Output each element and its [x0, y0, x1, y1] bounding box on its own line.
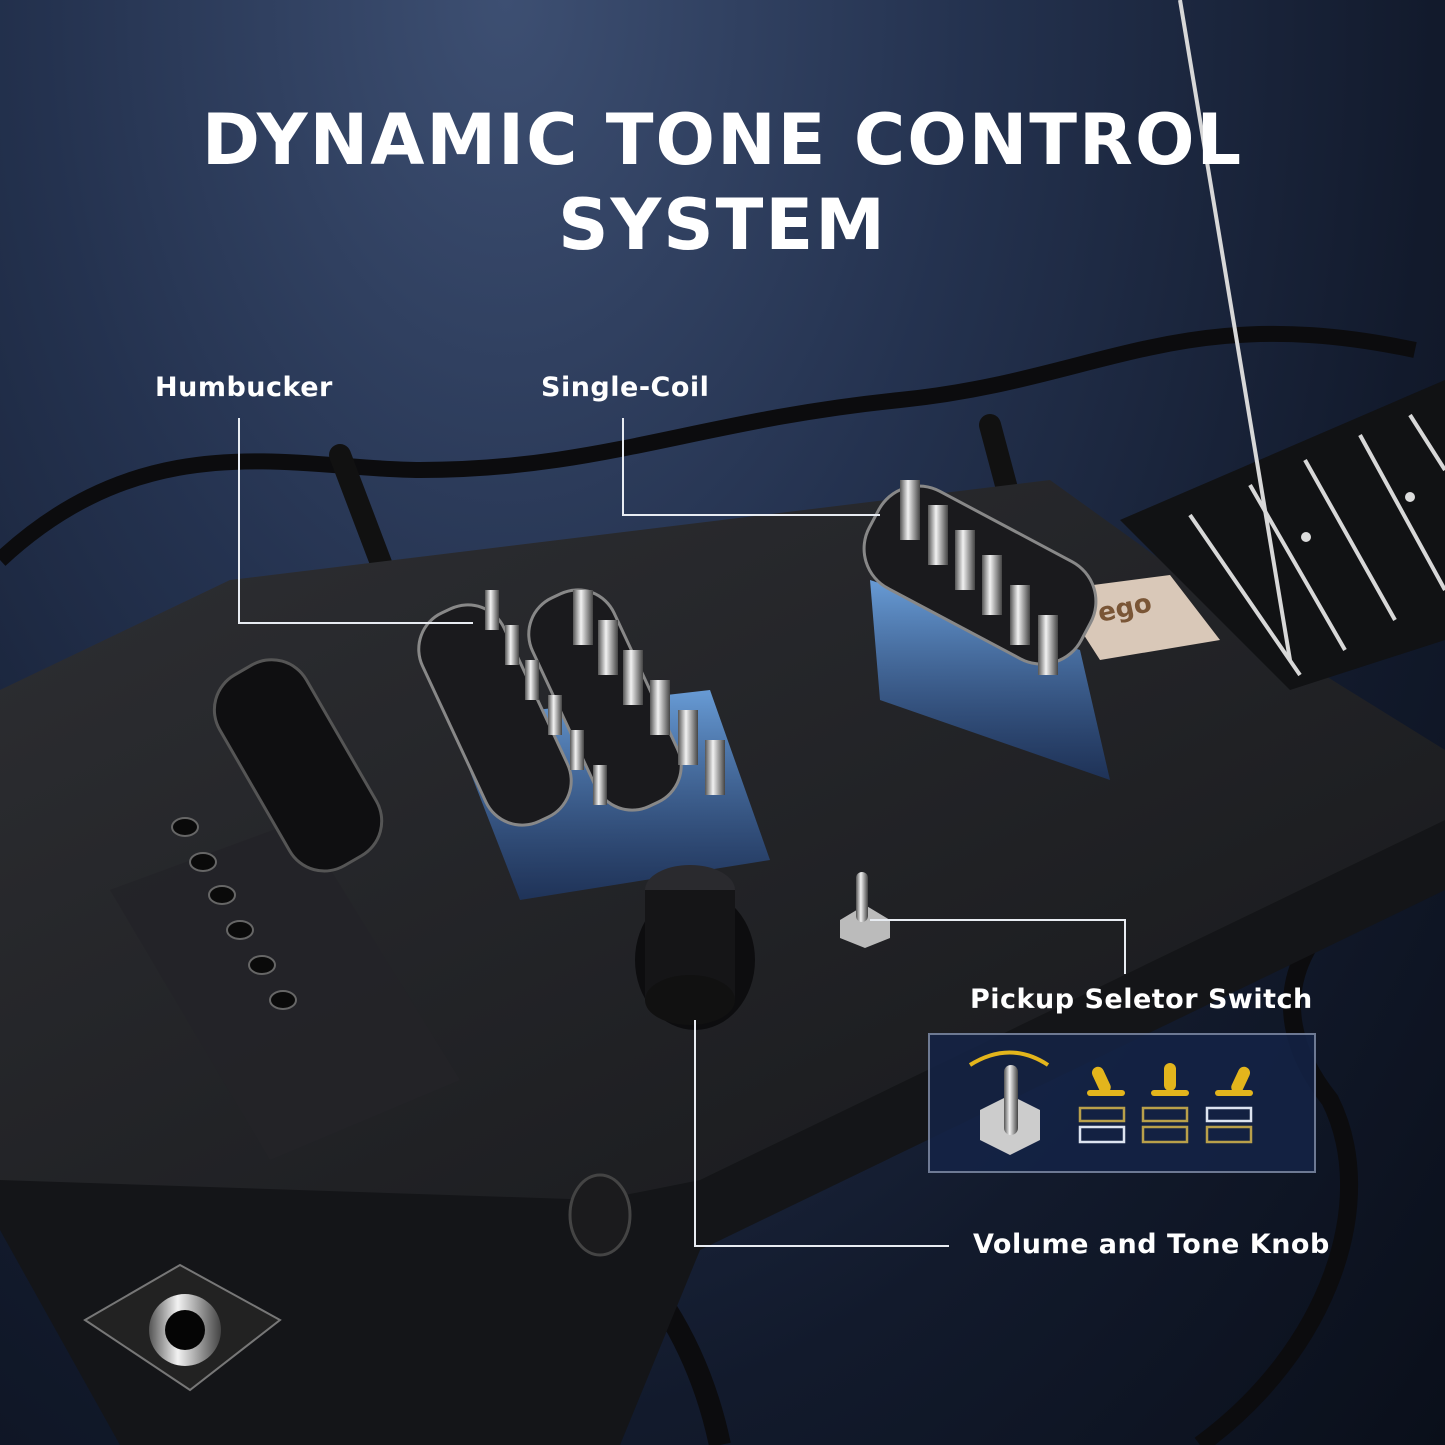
leader-line [622, 418, 624, 515]
leader-line [1124, 919, 1126, 974]
swing-arrow-icon [968, 1050, 1050, 1067]
bridge-plate [110, 820, 460, 1160]
switch-position-icons [1087, 1063, 1253, 1096]
humbucker-pickup [417, 588, 770, 900]
volume-tone-knob [635, 865, 755, 1030]
pickup-selector-switch [840, 872, 890, 948]
leader-line [238, 622, 473, 624]
leader-line [694, 1245, 949, 1247]
leader-line [238, 418, 240, 623]
pickup-selector-label: Pickup Seletor Switch [970, 984, 1313, 1015]
page-title: DYNAMIC TONE CONTROL SYSTEM [0, 98, 1445, 268]
strap-button [568, 1173, 632, 1257]
single-coil-label: Single-Coil [541, 372, 710, 403]
leader-line [694, 1020, 696, 1246]
cable [0, 325, 1417, 566]
guitar-neck [1120, 380, 1445, 690]
leader-line [870, 919, 1126, 921]
title-line-1: DYNAMIC TONE CONTROL [201, 99, 1244, 181]
title-line-2: SYSTEM [558, 184, 887, 266]
volume-tone-label: Volume and Tone Knob [973, 1229, 1330, 1260]
bridge [212, 658, 384, 873]
single-coil-pickup [862, 480, 1110, 780]
leader-line [622, 514, 880, 516]
humbucker-label: Humbucker [155, 372, 333, 403]
switch-position-diagram [928, 1033, 1316, 1173]
output-jack [83, 1263, 282, 1392]
